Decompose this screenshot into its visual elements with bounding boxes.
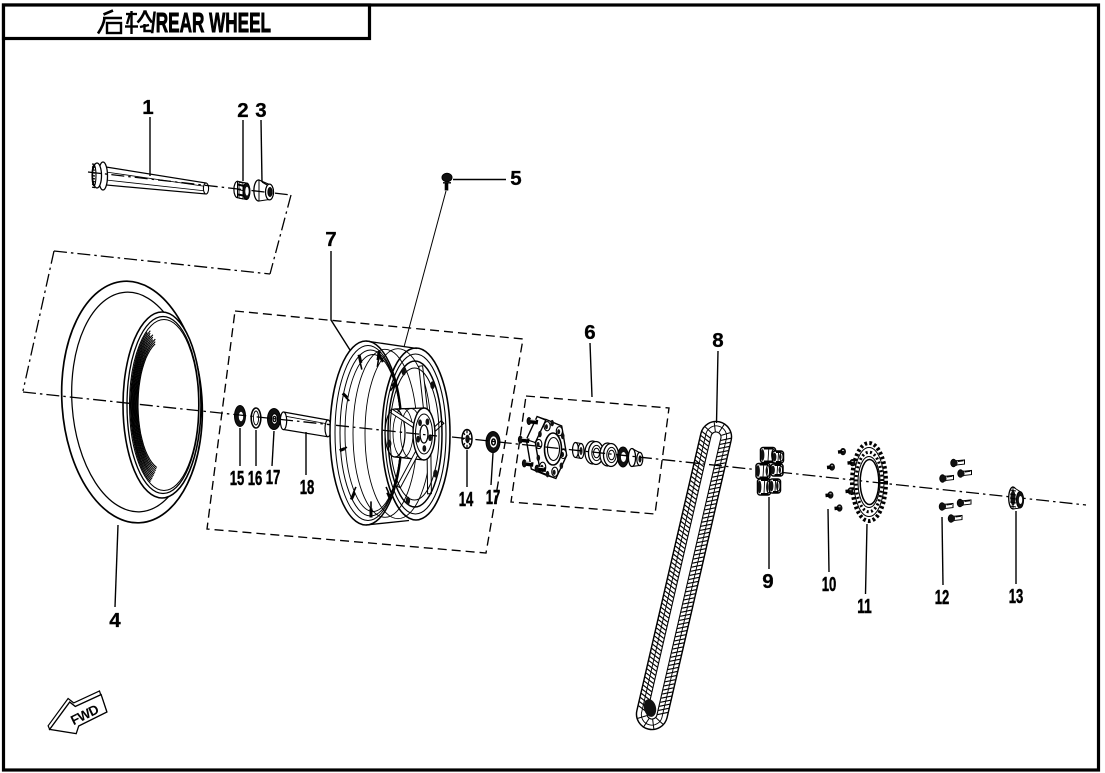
svg-text:12: 12	[935, 586, 950, 609]
svg-text:/REAR WHEEL: /REAR WHEEL	[151, 7, 271, 38]
svg-text:17: 17	[486, 486, 501, 509]
svg-text:5: 5	[510, 167, 521, 190]
svg-text:16: 16	[248, 467, 263, 490]
svg-text:7: 7	[325, 228, 336, 251]
svg-text:14: 14	[459, 488, 474, 511]
svg-text:15: 15	[230, 467, 245, 490]
svg-text:6: 6	[584, 321, 595, 344]
svg-text:1: 1	[142, 96, 153, 119]
svg-text:3: 3	[255, 99, 266, 122]
svg-text:18: 18	[300, 476, 315, 499]
svg-text:17: 17	[266, 466, 281, 489]
svg-text:10: 10	[822, 573, 837, 596]
svg-text:8: 8	[712, 329, 723, 352]
svg-text:9: 9	[762, 570, 773, 593]
svg-text:13: 13	[1009, 585, 1024, 608]
svg-text:4: 4	[109, 609, 121, 632]
svg-text:11: 11	[857, 595, 872, 618]
svg-text:2: 2	[237, 99, 248, 122]
